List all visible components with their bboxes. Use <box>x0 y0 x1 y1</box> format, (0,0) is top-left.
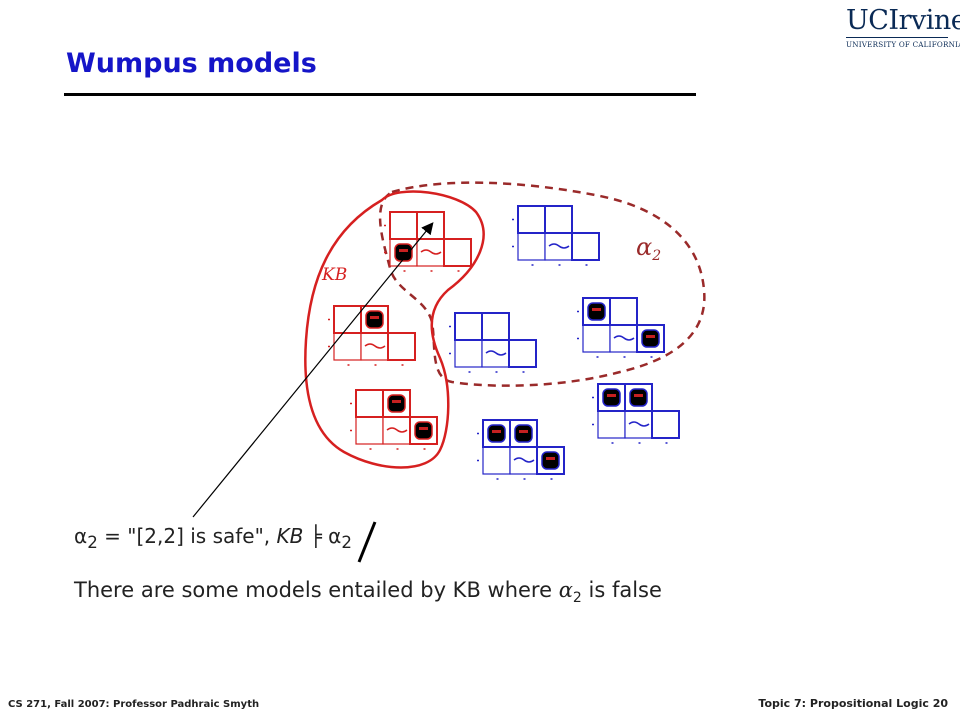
note-alpha-subscript: 2 <box>572 590 582 607</box>
pit-icon <box>587 302 606 321</box>
entailment-statement: α2 = "[2,2] is safe", KB ╞ α2 <box>74 524 352 552</box>
kb-label: KB <box>321 265 347 285</box>
grid-cell <box>517 232 546 261</box>
model-grid <box>577 297 665 358</box>
model-grid <box>477 419 565 480</box>
pit-mark <box>399 249 408 252</box>
model-grid <box>384 211 472 272</box>
breeze-icon <box>548 243 570 249</box>
breeze-icon <box>420 249 442 255</box>
pit-icon <box>514 424 533 443</box>
university-logo: UCIrvine UNIVERSITY OF CALIFORNIA, IRVIN… <box>846 5 960 49</box>
pit-icon <box>414 421 433 440</box>
grid-cell <box>355 389 384 418</box>
pit-mark <box>492 430 501 433</box>
breeze-icon <box>628 421 650 427</box>
pit-icon <box>487 424 506 443</box>
grid-cell <box>582 324 611 353</box>
pit-icon <box>394 243 413 262</box>
grid-cell <box>544 205 573 234</box>
pit-icon <box>387 394 406 413</box>
note-after: is false <box>581 578 662 602</box>
models-note: There are some models entailed by KB whe… <box>74 578 662 606</box>
footer-topic: Topic 7: Propositional Logic 20 <box>758 697 948 710</box>
note-before: There are some models entailed by KB whe… <box>74 578 559 602</box>
grid-cell <box>333 332 362 361</box>
pointer-arrow <box>192 222 434 518</box>
breeze-icon <box>485 350 507 356</box>
title-underline <box>64 93 696 96</box>
pit-icon <box>602 388 621 407</box>
pit-icon <box>641 329 660 348</box>
grid-cell <box>508 339 537 368</box>
not-entails-symbol: ╞ <box>309 524 322 548</box>
breeze-icon <box>386 427 408 433</box>
grid-cell <box>517 205 546 234</box>
model-grid <box>449 312 537 373</box>
pit-icon <box>541 451 560 470</box>
grid-cell <box>482 446 511 475</box>
pit-mark <box>546 457 555 460</box>
alpha2-label: α2 <box>636 233 661 264</box>
model-grid <box>512 205 600 266</box>
logo-subtitle: UNIVERSITY OF CALIFORNIA, IRVINE <box>846 40 960 49</box>
grid-cell <box>387 332 416 361</box>
model-grid <box>328 305 416 366</box>
grid-cell <box>481 312 510 341</box>
pit-icon <box>629 388 648 407</box>
model-grid <box>350 389 438 450</box>
pit-mark <box>592 308 601 311</box>
pit-mark <box>419 427 428 430</box>
alpha-symbol-2: α <box>328 524 342 548</box>
alpha-symbol: α <box>74 524 88 548</box>
pit-mark <box>646 335 655 338</box>
alpha-subscript-2: 2 <box>341 533 352 552</box>
logo-wordmark: UCIrvine <box>846 5 960 36</box>
pit-mark <box>392 400 401 403</box>
safe-claim: = "[2,2] is safe", <box>97 524 277 548</box>
grid-cell <box>609 297 638 326</box>
grid-cell <box>571 232 600 261</box>
logo-divider <box>846 37 948 38</box>
grid-cell <box>454 312 483 341</box>
grid-cell <box>355 416 384 445</box>
kb-region <box>304 190 485 469</box>
pit-icon <box>365 310 384 329</box>
alpha-subscript: 2 <box>87 533 98 552</box>
grid-cell <box>389 211 418 240</box>
pit-mark <box>634 394 643 397</box>
slide-title: Wumpus models <box>66 48 317 79</box>
grid-cell <box>333 305 362 334</box>
grid-cell <box>454 339 483 368</box>
breeze-icon <box>513 457 535 463</box>
note-alpha: α <box>558 578 573 602</box>
breeze-icon <box>613 335 635 341</box>
pit-mark <box>607 394 616 397</box>
grid-cell <box>597 410 626 439</box>
model-grid <box>592 383 680 444</box>
strike-through-slash <box>357 521 377 563</box>
pit-mark <box>519 430 528 433</box>
footer-course: CS 271, Fall 2007: Professor Padhraic Sm… <box>8 699 260 710</box>
alpha2-region <box>378 181 706 387</box>
grid-cell <box>443 238 472 267</box>
kb-text: KB <box>276 524 304 548</box>
pit-mark <box>370 316 379 319</box>
grid-cell <box>651 410 680 439</box>
breeze-icon <box>364 343 386 349</box>
